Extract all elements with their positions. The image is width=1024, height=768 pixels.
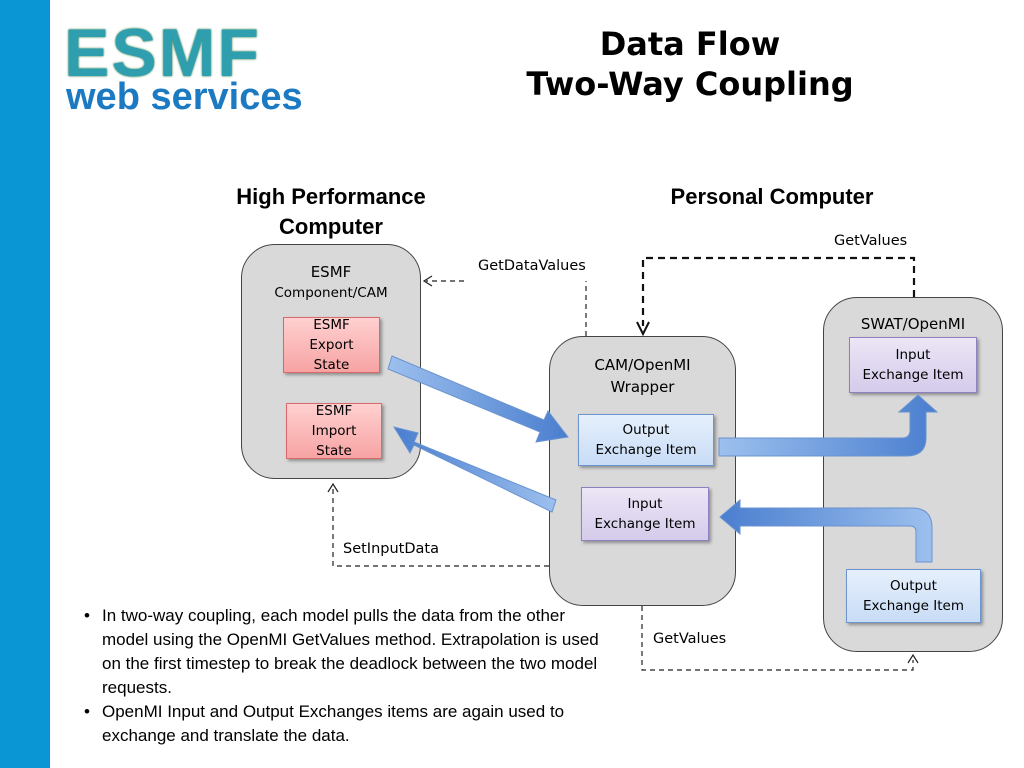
slide-title: Data Flow Two-Way Coupling: [460, 24, 920, 104]
logo-line1: ESMF: [64, 15, 261, 91]
get-values-top-label: GetValues: [834, 233, 908, 249]
get-values-top-connector: [641, 256, 916, 326]
hpc-panel-subtitle: Component/CAM: [274, 285, 388, 301]
box-text: Output: [890, 578, 937, 594]
bullet-dot: •: [84, 606, 90, 625]
hpc-heading-line2: Computer: [279, 214, 383, 239]
bullet-text: In two-way coupling, each model pulls th…: [102, 606, 599, 697]
box-text: Exchange Item: [594, 516, 696, 532]
box-text: Import: [311, 423, 357, 439]
swat-input-exchange-item: Input Exchange Item: [849, 337, 977, 393]
get-data-values-label: GetDataValues: [478, 258, 586, 274]
bullet-text: OpenMI Input and Output Exchanges items …: [102, 702, 565, 745]
output-to-swat-input-arrow: [718, 394, 939, 457]
sidebar-band: [0, 0, 50, 768]
input-to-import-arrow: [392, 426, 557, 513]
arrowhead-open: [636, 321, 650, 337]
esmf-logo: ESMF web services: [64, 15, 354, 120]
box-text: ESMF: [313, 317, 350, 333]
wrapper-input-exchange-item: Input Exchange Item: [581, 487, 709, 541]
box-text: Output: [622, 422, 670, 438]
box-text: Exchange Item: [863, 598, 964, 614]
arrowhead-open: [327, 482, 339, 493]
export-to-output-arrow: [387, 355, 569, 443]
wrapper-panel-title: CAM/OpenMI Wrapper: [549, 354, 736, 398]
logo-line2: web services: [66, 76, 303, 118]
box-text: Export: [309, 337, 354, 353]
box-text: ESMF: [315, 403, 353, 419]
get-data-values-connector: [426, 280, 587, 336]
esmf-export-state-box: ESMF Export State: [283, 317, 380, 373]
hpc-heading: High Performance Computer: [200, 182, 462, 242]
set-input-data-connector: [332, 486, 549, 567]
esmf-import-state-box: ESMF Import State: [286, 403, 382, 459]
set-input-data-label: SetInputData: [343, 541, 439, 557]
arrowhead-open: [422, 275, 433, 287]
wrapper-output-exchange-item: Output Exchange Item: [578, 414, 714, 466]
bullet-list: • In two-way coupling, each model pulls …: [82, 604, 602, 748]
box-text: Input: [627, 496, 663, 512]
box-text: Exchange Item: [595, 442, 697, 458]
swat-output-to-input-arrow: [719, 498, 933, 563]
pc-heading: Personal Computer: [670, 184, 874, 209]
box-text: Input: [895, 347, 931, 363]
title-line1: Data Flow: [599, 25, 781, 63]
hpc-heading-line1: High Performance: [236, 184, 426, 209]
get-values-bottom-connector: [641, 606, 914, 671]
box-text: State: [313, 357, 350, 373]
bullet-dot: •: [84, 702, 90, 721]
wrapper-title-line2: Wrapper: [610, 378, 675, 396]
swat-output-exchange-item: Output Exchange Item: [846, 569, 981, 623]
arrowhead-open: [907, 653, 919, 664]
wrapper-title-line1: CAM/OpenMI: [594, 356, 691, 374]
title-line2: Two-Way Coupling: [526, 65, 854, 103]
hpc-panel-title: ESMF: [310, 263, 352, 281]
swat-panel-title: SWAT/OpenMI: [860, 315, 966, 333]
get-values-bottom-label: GetValues: [653, 631, 727, 647]
box-text: State: [316, 443, 352, 459]
bullet-item: • In two-way coupling, each model pulls …: [82, 604, 602, 700]
wrapper-panel: [549, 336, 736, 606]
bullet-item: • OpenMI Input and Output Exchanges item…: [82, 700, 602, 748]
box-text: Exchange Item: [862, 367, 964, 383]
